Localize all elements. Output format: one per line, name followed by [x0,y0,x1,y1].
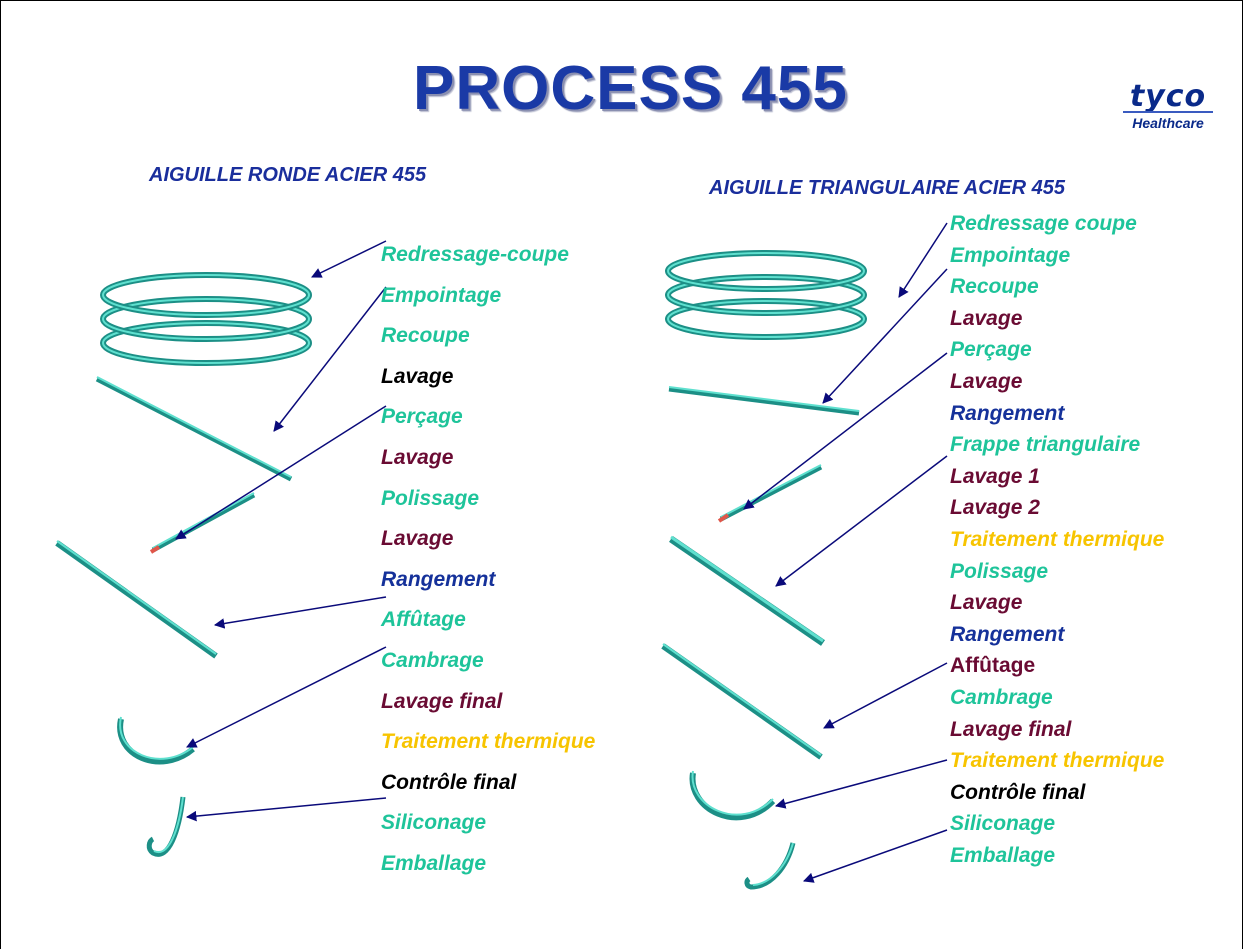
right-step-8: Frappe triangulaire [950,433,1141,457]
left-step-14: Contrôle final [381,770,517,794]
left-step-16: Emballage [381,852,487,875]
right-step-1: Redressage coupe [950,212,1137,235]
right-wire-coil [665,250,867,340]
left-column-subtitle: AIGUILLE RONDE ACIER 455 [149,164,427,186]
left-arrows [175,240,387,822]
left-step-5: Perçage [381,405,463,429]
right-step-21: Emballage [950,844,1056,867]
right-step-16: Cambrage [950,686,1053,709]
right-column-subtitle: AIGUILLE TRIANGULAIRE ACIER 455 [709,177,1065,199]
left-step-8: Lavage [381,527,454,551]
left-step-13: Traitement thermique [381,730,596,754]
left-hook-needle [146,796,186,857]
left-step-7: Polissage [381,486,480,510]
left-step-3: Recoupe [381,324,470,348]
right-small-needle [744,842,796,890]
left-step-1: Redressage-coupe [381,243,569,266]
logo-divider [1123,111,1213,113]
left-sharpened-needle [55,540,218,659]
right-step-9: Lavage 1 [950,464,1040,488]
left-step-6: Lavage [381,446,454,469]
left-step-12: Lavage final [381,689,503,713]
page-title: PROCESS 455 [413,54,848,123]
right-step-3: Recoupe [950,275,1039,299]
left-step-2: Empointage [381,283,502,307]
right-drilled-needle [717,464,823,523]
right-step-5: Perçage [950,338,1032,362]
right-step-6: Lavage [950,370,1023,393]
logo-brand: tyco [1129,79,1207,114]
right-step-2: Empointage [950,243,1071,267]
right-straight-wire [668,386,860,416]
left-curved-needle [117,716,195,765]
right-step-17: Lavage final [950,717,1072,741]
right-triangular-needle [669,535,825,646]
tyco-logo: tyco Healthcare [1113,79,1223,171]
right-sharpened-needle [661,643,823,760]
right-step-11: Traitement thermique [950,528,1165,551]
right-step-7: Rangement [950,401,1065,425]
right-step-10: Lavage 2 [950,496,1040,520]
left-step-9: Rangement [381,567,496,591]
right-step-15: Affûtage [950,654,1036,678]
logo-division: Healthcare [1132,115,1204,131]
left-step-11: Cambrage [381,649,484,672]
right-step-4: Lavage [950,306,1023,330]
right-curved-needle [689,770,776,821]
left-wire-coil [100,272,312,366]
left-step-10: Affûtage [381,608,466,632]
left-step-15: Siliconage [381,811,487,835]
left-step-4: Lavage [381,364,454,388]
left-straight-wire [95,376,293,482]
right-step-18: Traitement thermique [950,749,1165,773]
right-step-13: Lavage [950,591,1023,615]
right-step-14: Rangement [950,622,1065,646]
right-arrows [743,222,948,883]
right-step-12: Polissage [950,559,1049,583]
left-drilled-needle [149,492,256,554]
right-step-20: Siliconage [950,812,1056,836]
right-step-19: Contrôle final [950,780,1086,804]
